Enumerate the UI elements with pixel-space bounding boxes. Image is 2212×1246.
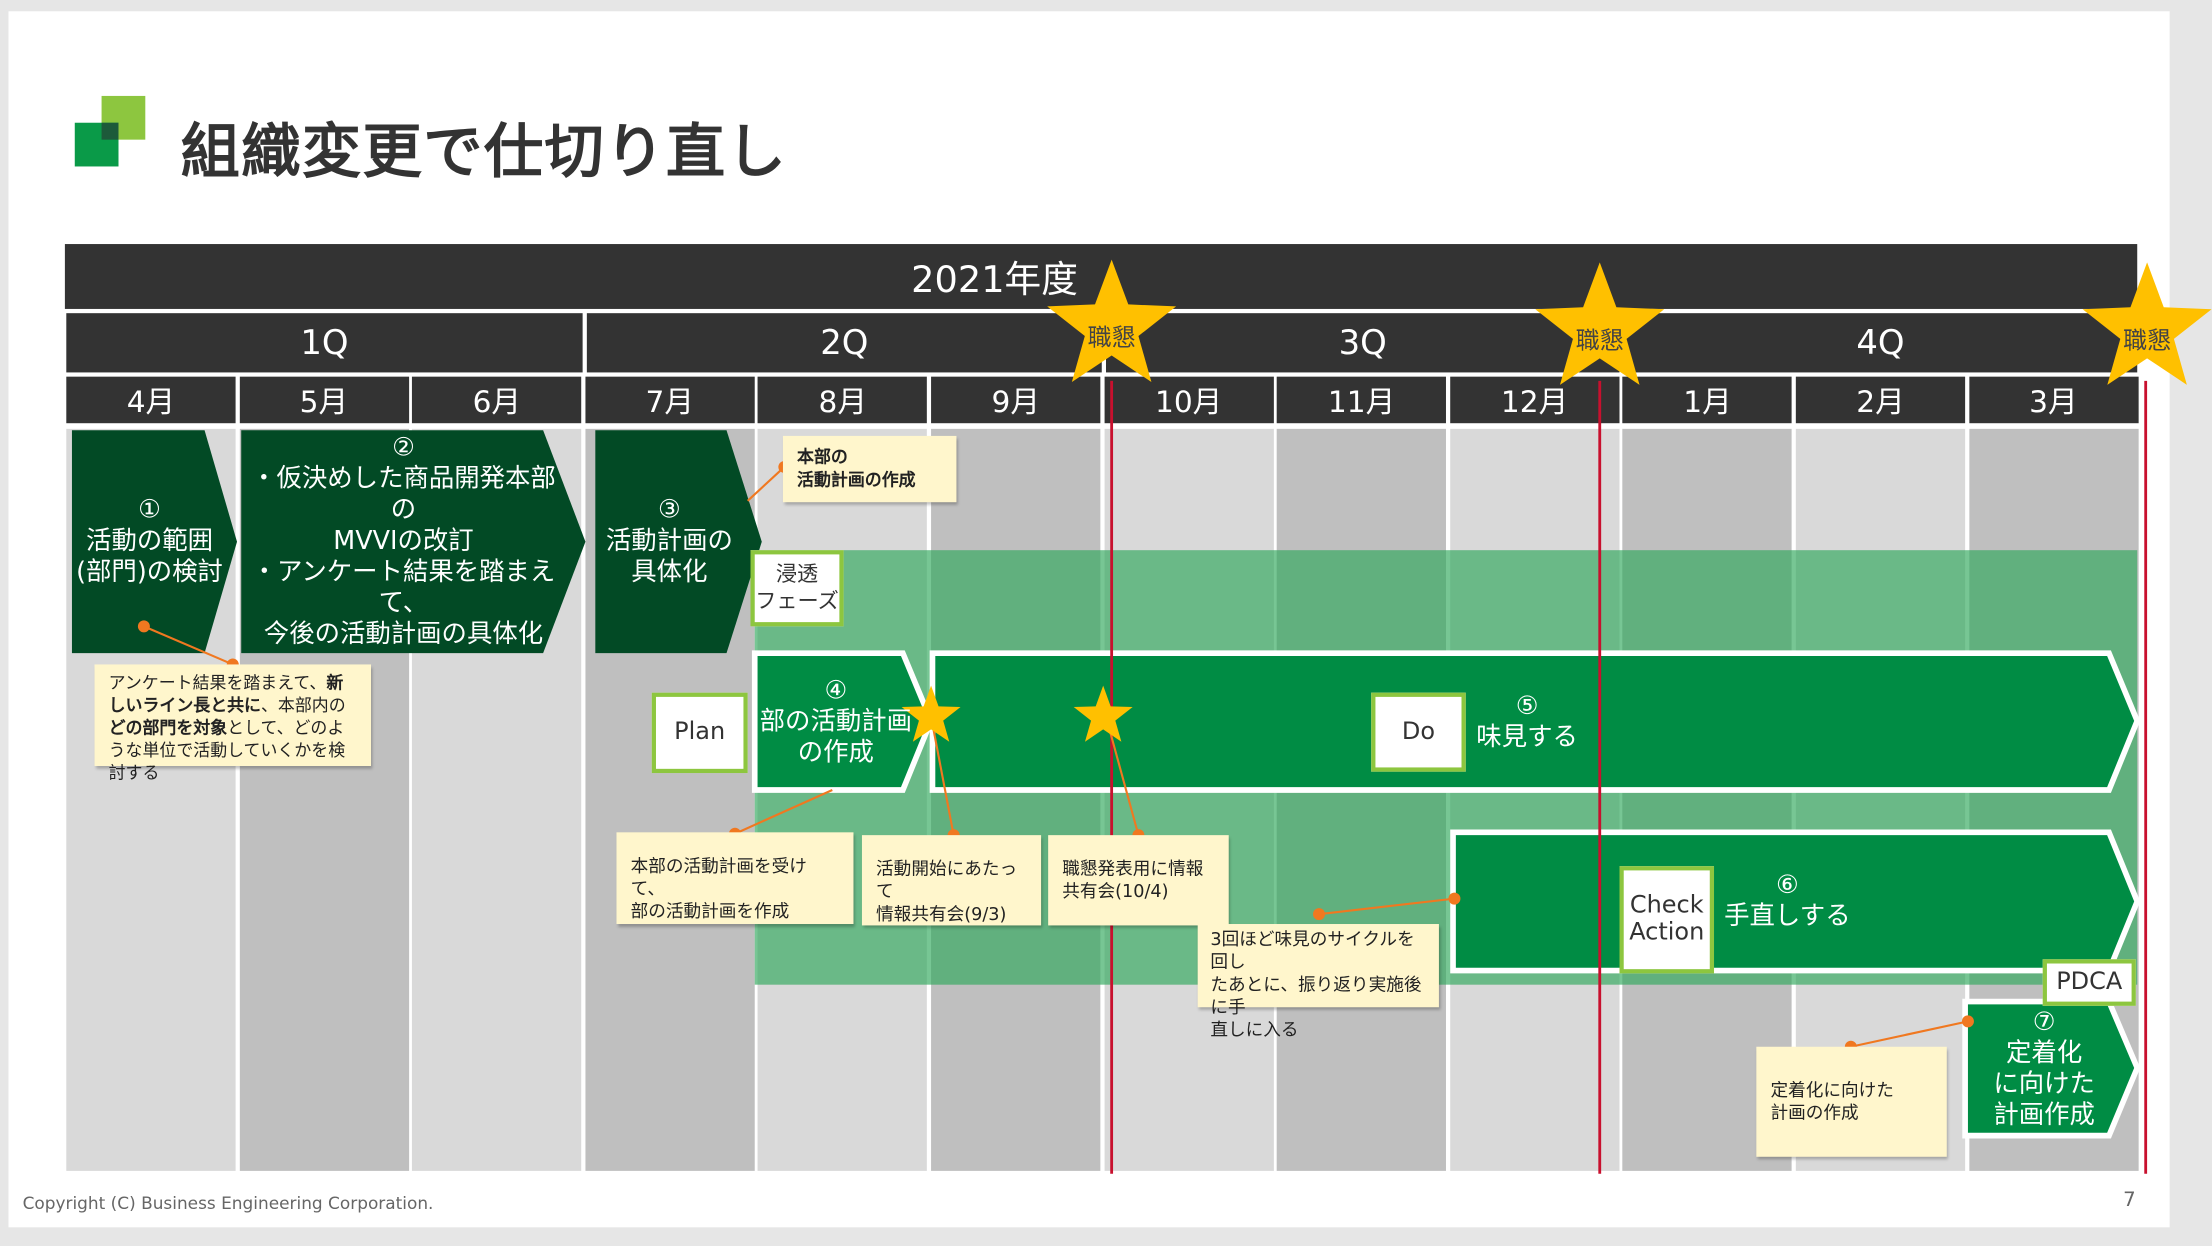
month-header: 10月 (1104, 376, 1274, 424)
month-label: 11月 (1327, 384, 1396, 419)
pdca-box: PDCA (2042, 959, 2136, 1006)
note-dept-plan: 本部の活動計画を受けて、部の活動計画を作成 (616, 832, 854, 925)
note-scope: アンケート結果を踏まえて、新しいライン長と共に、本部内のどの部門を対象として、ど… (94, 664, 372, 783)
page-number: 7 (2123, 1189, 2136, 1212)
quarter-header: 2Q (586, 313, 1102, 373)
milestone-star-icon (1047, 259, 1177, 383)
quarter-label: 2Q (820, 323, 869, 363)
copyright: Copyright (C) Business Engineering Corpo… (22, 1193, 434, 1214)
month-header: 5月 (239, 376, 409, 424)
quarter-label: 3Q (1338, 323, 1387, 363)
month-label: 2月 (1856, 384, 1905, 419)
page-title: 組織変更で仕切り直し (180, 117, 788, 187)
milestone-label: 職懇 (2123, 327, 2172, 356)
month-header: 4月 (66, 376, 236, 424)
step1-arrow (71, 430, 237, 654)
logo-icon (74, 95, 146, 167)
penetration-phase-box: 浸透フェーズ (750, 550, 844, 627)
year-label: 2021年度 (911, 258, 1078, 302)
note-cycle: 3回ほど味見のサイクルを回したあとに、振り返り実施後に手直しに入る (1197, 924, 1439, 1040)
month-header: 2月 (1795, 376, 1966, 424)
note-hq-plan: 本部の活動計画の作成 (782, 435, 957, 503)
step5-arrow (929, 650, 2141, 793)
month-label: 1月 (1683, 384, 1732, 419)
month-header: 9月 (931, 376, 1101, 424)
month-label: 7月 (645, 384, 695, 419)
quarter-header: 1Q (66, 313, 583, 373)
month-header: 8月 (758, 376, 928, 424)
note-info-share: 職懇発表用に情報共有会(10/4) (1048, 835, 1229, 926)
plan-box: Plan (651, 692, 748, 774)
milestone-star-icon (2082, 262, 2212, 385)
do-box: Do (1371, 692, 1466, 772)
quarter-header: 4Q (1623, 313, 2138, 373)
month-label: 3月 (2029, 384, 2078, 419)
event-star-icon (901, 685, 961, 742)
month-label: 9月 (991, 384, 1040, 419)
step3-arrow (595, 430, 762, 654)
month-header: 12月 (1449, 376, 1620, 424)
month-label: 6月 (472, 384, 522, 419)
milestone-star-icon (1535, 262, 1665, 385)
step4-arrow (751, 650, 935, 793)
step2-arrow (241, 430, 586, 654)
note-kickoff: 活動開始にあたって情報共有会(9/3) (861, 835, 1042, 926)
month-header: 11月 (1276, 376, 1447, 424)
quarter-header: 3Q (1105, 313, 1620, 373)
month-label: 4月 (126, 384, 176, 419)
quarter-label: 4Q (1856, 323, 1905, 363)
month-header: 7月 (585, 376, 755, 424)
month-label: 8月 (818, 384, 867, 419)
month-header: 1月 (1622, 376, 1793, 424)
month-label: 5月 (299, 384, 349, 419)
event-star-icon (1073, 685, 1133, 742)
note-establish: 定着化に向けた計画の作成 (1756, 1046, 1947, 1157)
milestone-label: 職懇 (1087, 324, 1136, 353)
month-header: 6月 (412, 376, 582, 424)
milestone-label: 職懇 (1575, 327, 1624, 356)
month-label: 12月 (1500, 384, 1569, 419)
month-header: 3月 (1968, 376, 2139, 424)
quarter-label: 1Q (300, 323, 349, 363)
month-label: 10月 (1154, 384, 1223, 419)
